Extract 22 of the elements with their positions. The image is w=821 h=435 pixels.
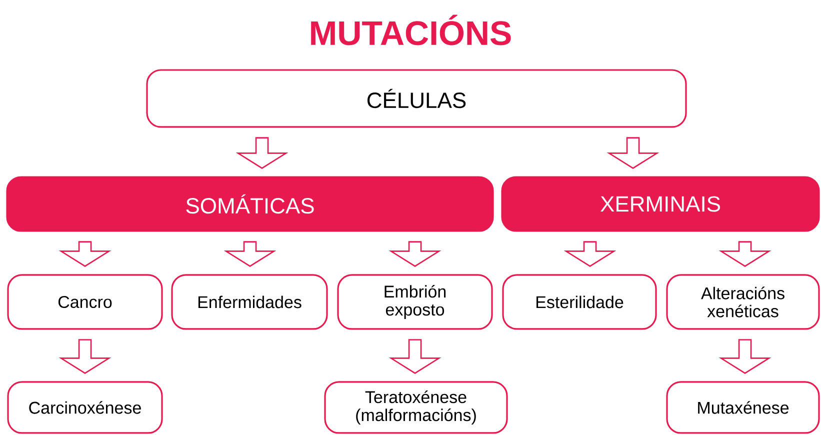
block-arrow: [388, 241, 442, 267]
process-box: Embrión exposto: [337, 274, 493, 330]
block-arrow: [564, 241, 616, 267]
block-arrow: [58, 339, 112, 374]
block-arrow: [58, 241, 112, 267]
process-box: Mutaxénese: [666, 381, 820, 434]
process-box: Alteracións xenéticas: [666, 274, 820, 330]
block-arrow: [224, 241, 276, 267]
title: MUTACIÓNS: [311, 14, 511, 46]
block-arrow: [236, 137, 288, 169]
block-arrow: [718, 241, 772, 267]
process-box: Teratoxénese (malformacións): [324, 381, 508, 434]
process-box: CÉLULAS: [146, 69, 687, 128]
process-box: Enfermidades: [171, 274, 328, 330]
process-box: Esterilidade: [502, 274, 657, 330]
block-arrow: [718, 339, 772, 374]
block-arrow: [388, 339, 442, 374]
process-box: Cancro: [7, 274, 163, 330]
category-box: SOMÁTICAS: [6, 176, 494, 232]
process-box: Carcinoxénese: [7, 381, 163, 434]
category-box: XERMINAIS: [501, 176, 820, 232]
block-arrow: [606, 137, 660, 169]
